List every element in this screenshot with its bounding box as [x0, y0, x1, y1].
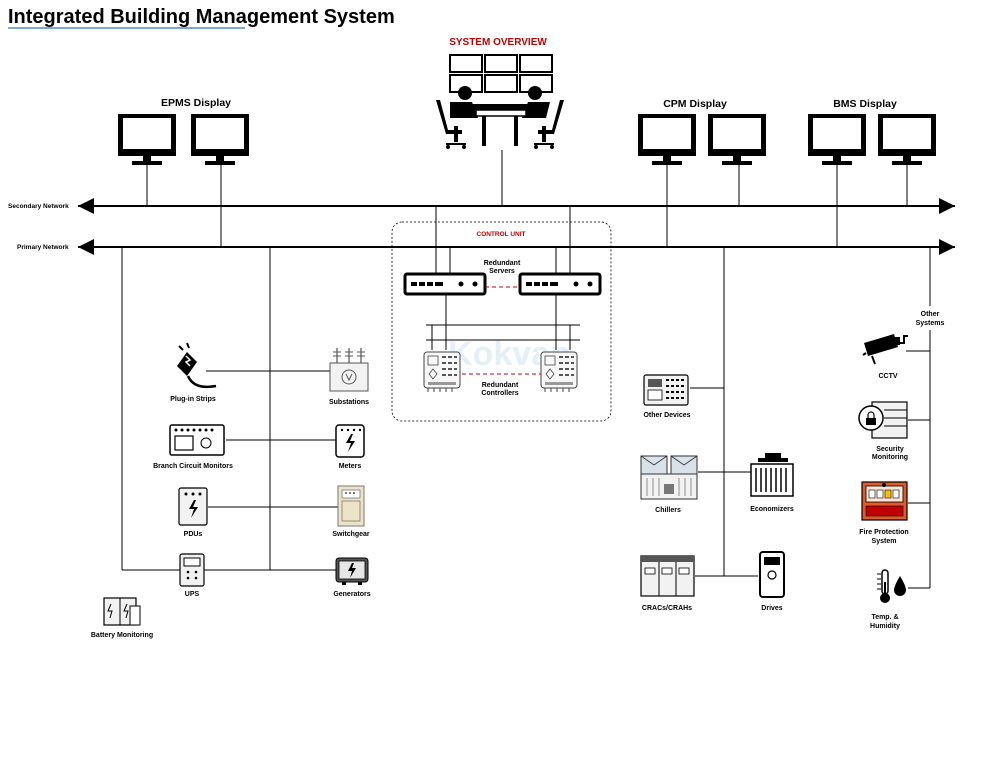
cctv-label: CCTV	[878, 373, 897, 380]
pdu-icon	[178, 487, 208, 526]
chillers-label: Chillers	[655, 507, 681, 514]
battery-monitoring-label: Battery Monitoring	[91, 632, 153, 639]
ups-icon	[179, 553, 205, 587]
drives-label: Drives	[761, 605, 783, 612]
page-title: Integrated Building Management System	[8, 6, 395, 28]
epms-monitor-icon	[191, 114, 249, 165]
epms-display-label: EPMS Display	[161, 97, 231, 109]
cpm-monitor-icon	[638, 114, 696, 165]
battery-monitoring-icon	[103, 597, 141, 626]
temp-humidity-icon	[877, 569, 906, 603]
control-unit-label: CONTROL UNIT	[477, 231, 526, 238]
other-devices-icon	[643, 374, 689, 406]
operators-icon	[436, 86, 564, 149]
controller-icon	[540, 351, 578, 393]
cooling-wiring	[690, 247, 758, 577]
switchgear-icon	[337, 485, 365, 527]
meters-label: Meters	[339, 463, 362, 470]
server-icon	[518, 272, 602, 296]
cpm-monitor-icon	[708, 114, 766, 165]
secondary-network-label: Secondary Network	[8, 203, 69, 210]
video-wall-icon	[449, 54, 553, 93]
ups-label: UPS	[185, 591, 200, 598]
cracs-crahs-label: CRACs/CRAHs	[642, 605, 692, 612]
primary-network-label: Primary Network	[17, 244, 69, 251]
power-wiring	[121, 247, 338, 571]
epms-monitor-icon	[118, 114, 176, 165]
bms-monitor-icon	[808, 114, 866, 165]
generators-label: Generators	[333, 591, 370, 598]
economizers-label: Economizers	[750, 506, 794, 513]
branch-circuit-monitors-label: Branch Circuit Monitors	[153, 463, 233, 470]
system-overview-label: SYSTEM OVERVIEW	[449, 37, 547, 48]
meter-icon	[335, 424, 365, 458]
substations-label: Substations	[329, 399, 369, 406]
substation-icon	[329, 348, 369, 392]
drive-icon	[759, 551, 785, 598]
security-monitoring-icon	[858, 401, 908, 439]
bms-display-label: BMS Display	[833, 98, 897, 110]
economizer-icon	[750, 453, 794, 497]
switchgear-label: Switchgear	[332, 531, 370, 538]
fire-protection-icon	[861, 481, 908, 521]
temp-humidity-label: Temp. &Humidity	[870, 614, 900, 630]
crac-icon	[640, 555, 695, 597]
chiller-icon	[640, 455, 698, 500]
pdus-label: PDUs	[184, 531, 203, 538]
plug-in-strips-label: Plug-in Strips	[170, 396, 216, 403]
display-connections	[146, 150, 908, 247]
server-icon	[403, 272, 487, 296]
generator-icon	[335, 557, 369, 585]
other-systems-wiring	[906, 247, 931, 589]
branch-circuit-monitor-icon	[169, 424, 225, 456]
cpm-display-label: CPM Display	[663, 98, 727, 110]
controller-icon	[423, 351, 461, 393]
cctv-icon	[862, 334, 908, 365]
bms-monitor-icon	[878, 114, 936, 165]
control-unit-box	[391, 221, 612, 422]
control-unit-wiring	[426, 206, 580, 350]
other-devices-label: Other Devices	[643, 412, 690, 419]
plug-icon	[177, 342, 217, 389]
